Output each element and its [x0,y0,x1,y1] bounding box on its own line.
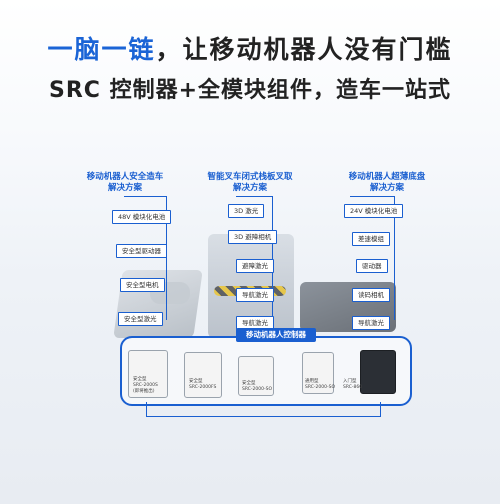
solution-title-safe: 移动机器人安全造车 解决方案 [60,172,190,194]
tag-safe-driver: 安全型驱动器 [116,244,167,258]
connector-right-top [350,196,394,197]
bracket-left [146,402,147,416]
headline-line2: SRC 控制器+全模块组件，造车一站式 [48,78,452,103]
solution-title-forklift-l1: 智能叉车闭式栈板叉取 [207,172,293,182]
headline-rest: ，让移动机器人没有门槛 [155,35,453,64]
controller-module-src2000s: 安全型 SRC-2000S (即将推出) [128,350,168,398]
connector-center-top [236,196,272,197]
mod3-model: SRC-2000-SO [242,387,272,392]
mod4-model: SRC-2000-SO [305,385,335,390]
controller-module-src2000so-general: 通用型 SRC-2000-SO [302,352,335,394]
solution-title-forklift: 智能叉车闭式栈板叉取 解决方案 [180,172,320,194]
mod2-type: 安全型 [189,379,203,384]
mod4-type: 通用型 [305,379,319,384]
connector-center-vertical [272,196,273,320]
controller-module-src860: 入门型 SRC-860 [343,350,396,394]
bracket-right [380,402,381,416]
tag-nav-laser-right: 导航激光 [352,316,390,330]
controller-label: 移动机器人控制器 [236,328,316,342]
mod3-type: 安全型 [242,381,256,386]
tag-driver: 驱动器 [356,259,388,273]
mod5-model: SRC-860 [343,385,363,390]
tag-3d-laser: 3D 激光 [228,204,265,218]
solution-title-thin-l2: 解决方案 [369,183,404,193]
tag-48v-battery: 48V 模块化电池 [112,210,172,224]
solution-title-safe-l1: 移动机器人安全造车 [86,172,164,182]
solution-title-thin: 移动机器人超薄底盘 解决方案 [322,172,452,194]
tag-24v-battery: 24V 模块化电池 [344,204,404,218]
connector-left-vertical [166,196,167,320]
connector-left-top [124,196,166,197]
headline-line1: 一脑一链，让移动机器人没有门槛 [0,30,500,66]
tag-safe-laser: 安全型激光 [118,312,163,326]
mod1-note: (即将推出) [133,389,155,394]
tag-diff-module: 差速模组 [352,232,390,246]
tag-code-camera: 读码相机 [352,288,390,302]
mod2-model: SRC-2000FS [189,385,217,390]
tag-nav-laser-1: 导航激光 [236,288,274,302]
connector-right-vertical [394,196,395,320]
tag-safe-motor: 安全型电机 [120,278,165,292]
headline-highlight: 一脑一链 [47,35,156,64]
mod1-type: 安全型 [133,377,147,382]
tag-3d-obstacle-camera: 3D 避障相机 [228,230,278,244]
bracket-bottom [146,416,381,417]
controller-module-src2000so-safe: 安全型 SRC-2000-SO [238,356,274,396]
solution-title-thin-l1: 移动机器人超薄底盘 [348,172,426,182]
mod1-model: SRC-2000S [133,383,158,388]
solution-title-safe-l2: 解决方案 [107,183,142,193]
tag-obstacle-laser: 避障激光 [236,259,274,273]
controller-module-src2000fs: 安全型 SRC-2000FS [184,352,222,398]
solution-title-forklift-l2: 解决方案 [232,183,267,193]
mod5-type: 入门型 [343,379,357,384]
